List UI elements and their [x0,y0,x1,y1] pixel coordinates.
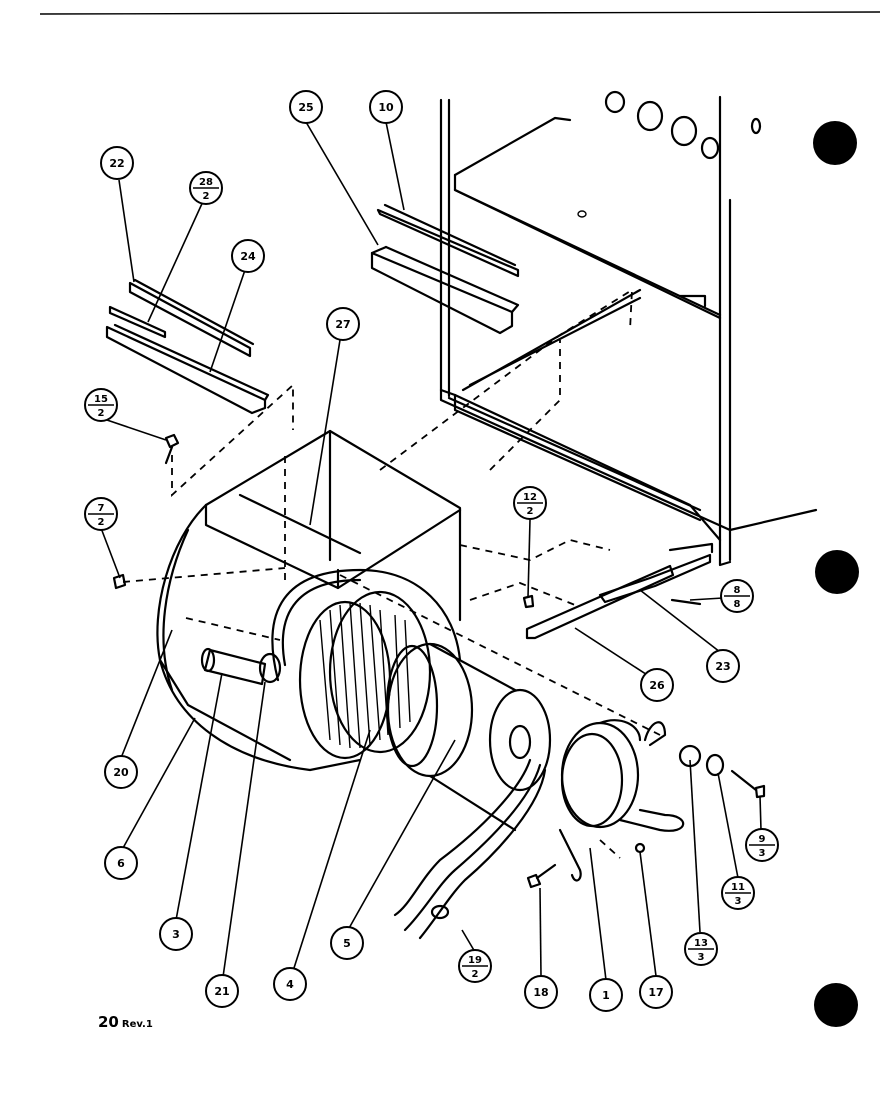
bracket-22-assembly [105,278,270,415]
callout-9-3: 9 3 [745,828,779,862]
callout-15-2: 15 2 [84,388,118,422]
svg-text:15: 15 [94,394,108,405]
svg-text:8: 8 [734,599,741,610]
bracket-23-26 [525,542,714,640]
svg-text:21: 21 [214,985,229,998]
callout-19-2: 19 2 [458,949,492,983]
furnace-cabinet [439,90,818,567]
svg-text:3: 3 [735,896,742,907]
svg-text:3: 3 [698,952,705,963]
svg-text:6: 6 [117,857,125,870]
callout-21: 21 [205,974,239,1008]
callout-6: 6 [104,846,138,880]
callout-23: 23 [706,649,740,683]
callout-5: 5 [330,926,364,960]
svg-text:22: 22 [109,157,124,170]
svg-text:5: 5 [343,937,351,950]
capacitor [200,647,267,686]
callout-20: 20 [104,755,138,789]
callout-17: 17 [639,975,673,1009]
revision-label: Rev.1 [121,1019,153,1030]
svg-text:20: 20 [113,766,129,779]
scan-edge-line [39,11,881,15]
blower-motor [386,642,552,940]
binder-hole-middle [815,550,859,594]
binder-hole-top [813,121,857,165]
svg-text:28: 28 [199,177,213,188]
callout-10: 10 [369,90,403,124]
callout-4: 4 [273,967,307,1001]
svg-text:26: 26 [649,679,665,692]
svg-text:19: 19 [468,955,482,966]
callout-7-2: 7 2 [84,497,118,531]
svg-text:8: 8 [734,585,741,596]
callout-25: 25 [289,90,323,124]
svg-text:3: 3 [172,928,180,941]
svg-text:2: 2 [527,506,534,517]
svg-text:7: 7 [98,503,105,514]
callout-13-3: 13 3 [684,932,718,966]
svg-text:1: 1 [602,989,610,1002]
callout-28-2: 28 2 [189,171,223,205]
callout-18: 18 [524,975,558,1009]
svg-text:2: 2 [203,191,210,202]
bracket-25 [370,245,520,335]
callout-22: 22 [100,146,134,180]
callout-27: 27 [326,307,360,341]
svg-text:12: 12 [523,492,537,503]
callout-12-2: 12 2 [513,486,547,520]
svg-text:24: 24 [240,250,256,263]
page-number: 20 [98,1013,119,1031]
svg-text:3: 3 [759,848,766,859]
svg-text:2: 2 [98,517,105,528]
bracket-10 [376,203,520,278]
svg-text:18: 18 [533,986,548,999]
svg-text:9: 9 [759,834,766,845]
svg-text:13: 13 [694,938,708,949]
svg-text:17: 17 [648,986,663,999]
callout-1: 1 [589,978,623,1012]
washer-21 [258,652,282,684]
motor-mount [558,719,685,882]
svg-text:23: 23 [715,660,730,673]
svg-text:25: 25 [298,101,313,114]
leader-lines [100,121,762,981]
svg-text:11: 11 [731,882,745,893]
callout-8-8: 8 8 [720,579,754,613]
blower-wheel [298,590,439,768]
callout-3: 3 [159,917,193,951]
callout-24: 24 [231,239,265,273]
callout-11-3: 11 3 [721,876,755,910]
binder-hole-bottom [814,983,858,1027]
callout-26: 26 [640,668,674,702]
svg-text:2: 2 [472,969,479,980]
blower-housing [156,429,462,772]
fasteners [112,433,766,889]
svg-text:4: 4 [286,978,294,991]
svg-text:27: 27 [335,318,350,331]
svg-text:2: 2 [98,408,105,419]
svg-text:10: 10 [378,101,394,114]
alignment-dashed-lines [122,288,661,859]
